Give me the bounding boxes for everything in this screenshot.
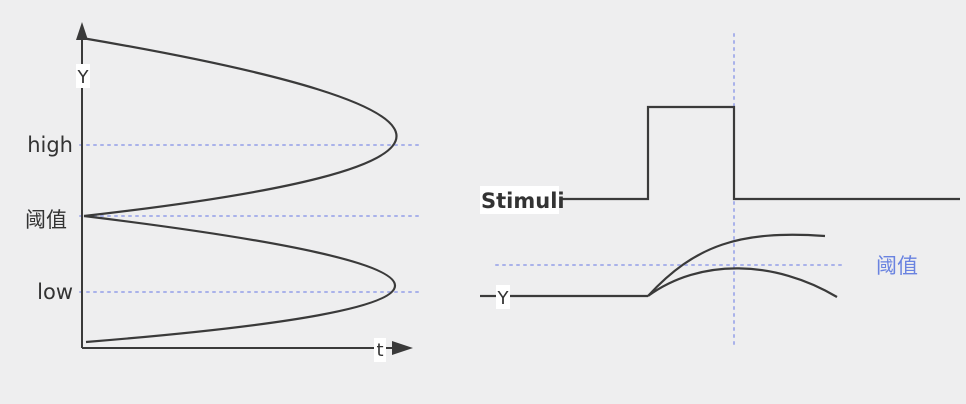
x-axis-arrow-icon bbox=[392, 341, 413, 355]
high-response-curve bbox=[81, 36, 398, 218]
low-response-curve bbox=[83, 214, 397, 344]
stimuli-label: Stimuli bbox=[481, 189, 565, 213]
left-panel: Y t high 阈值 low bbox=[25, 22, 423, 362]
x-axis-label-bg bbox=[374, 338, 386, 362]
low-level-label: low bbox=[37, 280, 73, 304]
output-label: Y bbox=[497, 288, 510, 309]
y-axis-arrow-icon bbox=[76, 22, 88, 40]
high-level-label: high bbox=[27, 133, 73, 157]
weak-response-curve bbox=[647, 267, 838, 298]
output-label-bg bbox=[496, 285, 510, 309]
strong-response-curve bbox=[647, 233, 826, 297]
y-axis-label-bg bbox=[76, 64, 90, 88]
x-axis-label: t bbox=[376, 340, 383, 361]
y-axis-label: Y bbox=[77, 67, 90, 88]
right-panel: Stimuli Y 阈值 bbox=[480, 33, 960, 347]
stimulus-pulse-line bbox=[560, 105, 960, 201]
stimuli-label-bg bbox=[480, 186, 559, 214]
threshold-level-label: 阈值 bbox=[25, 208, 67, 232]
threshold-label-right: 阈值 bbox=[876, 254, 918, 278]
